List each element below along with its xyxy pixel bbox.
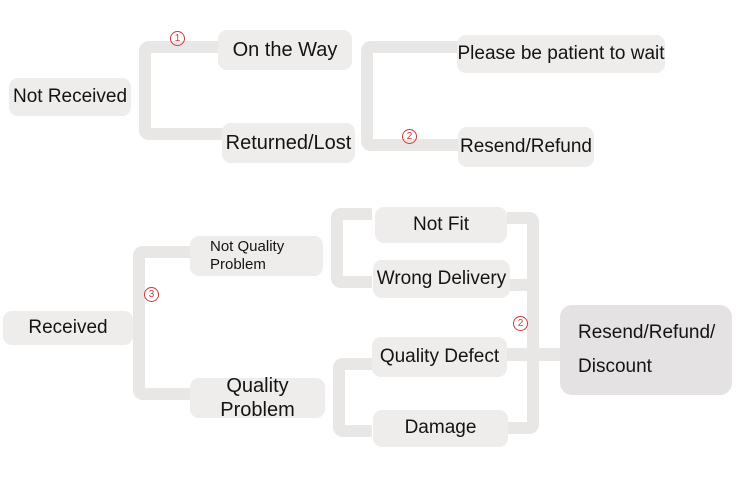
node-please-be-patient: Please be patient to wait <box>457 35 665 73</box>
connector-wrong-delivery-stub <box>509 279 528 291</box>
connector-not-received-split <box>139 41 223 140</box>
step-1-marker: 1 <box>170 31 185 46</box>
connector-output-line <box>505 348 560 361</box>
node-received: Received <box>3 311 133 345</box>
node-resend-refund: Resend/Refund <box>458 127 594 167</box>
connector-top-outcomes <box>361 41 458 151</box>
connector-quality-problem-split <box>333 358 372 437</box>
connector-not-quality-problem-split <box>331 208 372 288</box>
node-wrong-delivery: Wrong Delivery <box>373 260 510 298</box>
node-returned-lost: Returned/Lost <box>222 123 355 163</box>
node-damage: Damage <box>373 410 508 447</box>
node-on-the-way: On the Way <box>218 30 352 70</box>
node-quality-defect: Quality Defect <box>372 337 507 377</box>
connector-merge-bus <box>507 212 539 434</box>
node-quality-problem: Quality Problem <box>190 375 325 421</box>
connector-received-split <box>133 246 190 400</box>
node-not-fit: Not Fit <box>375 207 507 243</box>
step-2-marker-top: 2 <box>402 129 417 144</box>
step-3-marker: 3 <box>144 287 159 302</box>
node-not-received: Not Received <box>9 78 131 116</box>
node-resend-refund-discount: Resend/Refund/ Discount <box>560 305 732 395</box>
step-2-marker-bottom: 2 <box>513 316 528 331</box>
node-not-quality-problem: Not Quality Problem <box>190 236 323 276</box>
